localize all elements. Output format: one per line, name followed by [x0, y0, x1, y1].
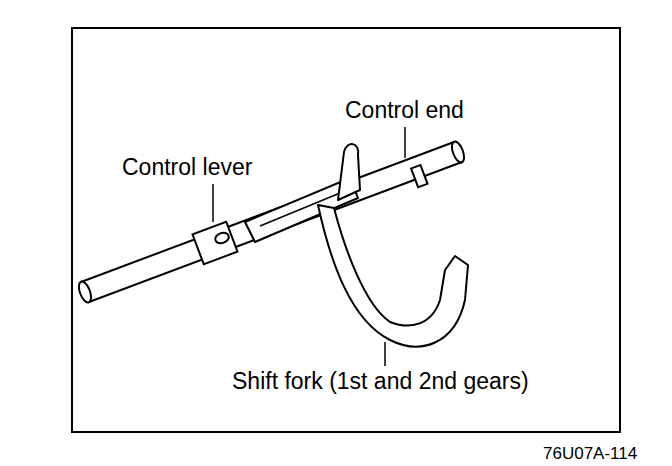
shift-fork	[245, 144, 468, 346]
rod-end	[449, 140, 466, 164]
leader-line	[212, 184, 214, 222]
fork-arm	[318, 205, 468, 347]
leader-line	[404, 127, 406, 158]
lever-slot	[214, 231, 231, 245]
shift-rod	[76, 140, 466, 304]
part-label: Control end	[343, 98, 466, 123]
part-label: Shift fork (1st and 2nd gears)	[230, 369, 531, 394]
control-pin	[411, 165, 427, 187]
control-lever	[193, 222, 238, 265]
fork-finger	[338, 144, 360, 200]
lever-collar	[193, 222, 238, 265]
figure-code: 76U07A-114	[541, 445, 639, 464]
rod-body	[81, 142, 462, 302]
part-label: Control lever	[120, 155, 254, 180]
rod-end	[76, 280, 93, 304]
leader-line	[384, 342, 386, 366]
pin-body	[411, 165, 427, 187]
frame-border	[72, 28, 620, 432]
